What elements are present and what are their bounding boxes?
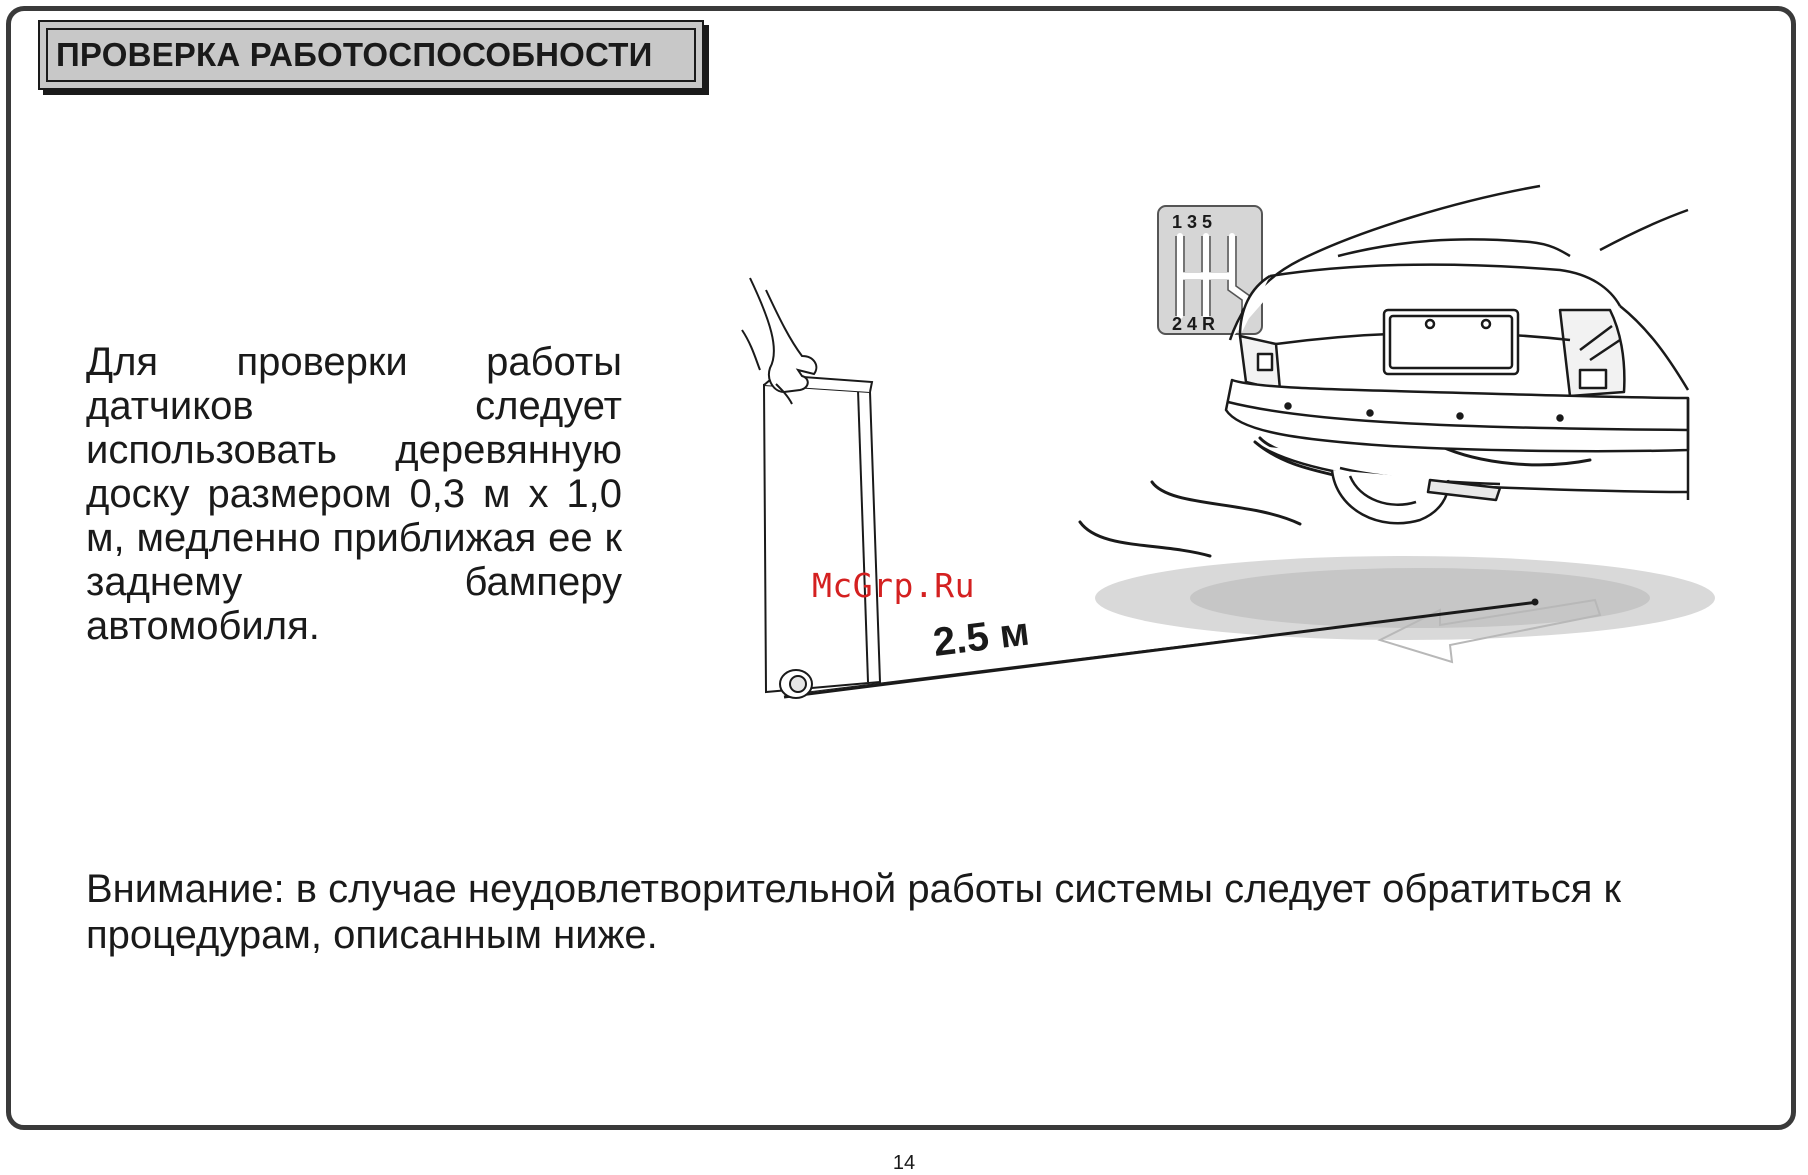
section-title-box: ПРОВЕРКА РАБОТОСПОСОБНОСТИ — [38, 20, 704, 90]
gear-shift-pattern-icon: 1 3 5 2 4 R — [1157, 205, 1263, 335]
sensor-test-illustration: 2.5 м 1 3 5 — [740, 170, 1808, 730]
page-number: 14 — [892, 1152, 916, 1174]
page-frame — [6, 6, 1796, 1130]
wooden-board — [762, 373, 882, 694]
watermark: McGrp.Ru — [812, 566, 975, 605]
svg-text:2 4 R: 2 4 R — [1172, 314, 1215, 334]
car-rear — [1224, 184, 1690, 525]
distance-line — [783, 598, 1539, 699]
warning-note: Внимание: в случае неудовлетворительной … — [86, 867, 1621, 957]
svg-text:1 3 5: 1 3 5 — [1172, 212, 1212, 232]
section-title: ПРОВЕРКА РАБОТОСПОСОБНОСТИ — [46, 28, 696, 82]
hand-icon — [741, 277, 818, 405]
board-foot — [779, 669, 813, 699]
instruction-paragraph: Для проверки работы датчиков следует исп… — [86, 340, 622, 648]
distance-label: 2.5 м — [931, 610, 1032, 665]
direction-arrow-icon — [1377, 598, 1602, 664]
